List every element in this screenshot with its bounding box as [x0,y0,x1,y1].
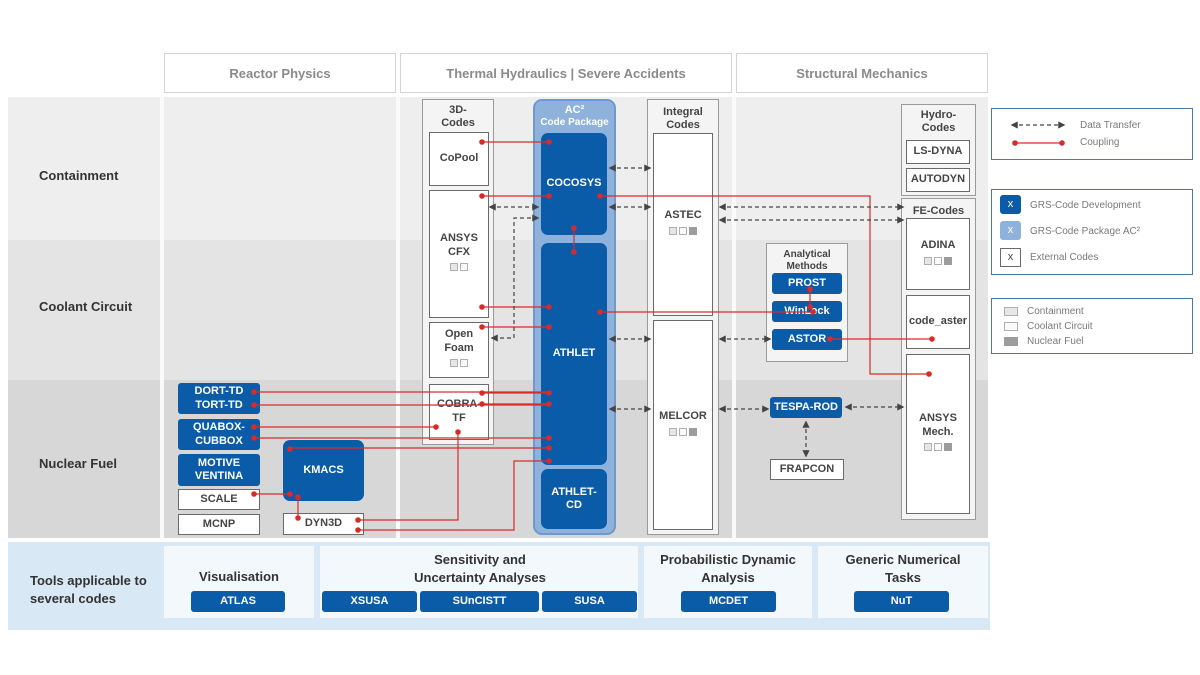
code-openfoam[interactable]: Open Foam [429,322,489,378]
tool-nut[interactable]: NuT [854,591,949,612]
tool-suncistt[interactable]: SUnCISTT [420,591,539,612]
code-tespa-rod[interactable]: TESPA-ROD [770,397,842,418]
code-melcor-label: MELCOR [659,409,707,422]
domain-markers [449,262,469,276]
legend-external-swatch: x [1000,248,1021,267]
column-header-reactor-physics: Reactor Physics [164,53,396,93]
code-ansys-cfx[interactable]: ANSYS CFX [429,190,489,318]
code-dyn3d[interactable]: DYN3D [283,513,364,535]
legend-grs-dev-swatch: x [1000,195,1021,214]
code-motive-ventina[interactable]: MOTIVE VENTINA [178,454,260,486]
code-dort-tort-td[interactable]: DORT-TD TORT-TD [178,383,260,414]
group-title-3d-codes: 3D-Codes [441,104,475,130]
tool-title-probabilistic: Probabilistic Dynamic Analysis [660,552,796,585]
group-title-fe-codes: FE-Codes [912,205,965,217]
legend-data-transfer: Data Transfer [1080,120,1141,131]
code-copool-label: CoPool [439,152,479,165]
tool-title-visualisation: Visualisation [199,569,279,584]
domain-markers [668,226,698,240]
code-autodyn[interactable]: AUTODYN [906,168,970,192]
tool-atlas[interactable]: ATLAS [191,591,285,612]
legend-grs-pkg: GRS-Code Package AC² [1030,226,1141,237]
legend-coolant: Coolant Circuit [1027,321,1093,332]
group-title-analytical-methods: Analytical Methods [783,249,831,272]
group-title-integral-codes: Integral Codes [663,106,703,132]
legend-code-types [991,189,1193,275]
tool-title-sensitivity: Sensitivity and Uncertainty Analyses [414,552,546,585]
code-kmacs[interactable]: KMACS [283,440,364,501]
row-label-tools: Tools applicable to several codes [30,573,147,607]
code-mcnp[interactable]: MCNP [178,514,260,535]
code-quabox-cubbox[interactable]: QUABOX-CUBBOX [178,419,260,450]
code-astec[interactable]: ASTEC [653,133,713,316]
code-astec-label: ASTEC [664,209,702,222]
column-separator [160,97,164,538]
code-prost[interactable]: PROST [772,273,842,294]
ac2-title: AC² [564,104,585,116]
code-code-aster[interactable]: code_aster [906,295,970,349]
tool-title-generic: Generic Numerical Tasks [845,552,961,585]
code-openfoam-label: Open Foam [444,327,474,354]
column-header-thermal-hydraulics: Thermal Hydraulics | Severe Accidents [400,53,732,93]
row-label-coolant-circuit: Coolant Circuit [39,299,133,314]
legend-domains [991,298,1193,354]
column-separator [732,97,736,538]
column-header-structural-mechanics: Structural Mechanics [736,53,988,93]
column-separator [396,97,400,538]
code-athlet[interactable]: ATHLET [541,243,607,465]
code-cocosys[interactable]: COCOSYS [541,133,607,235]
domain-markers [668,427,698,441]
tool-susa[interactable]: SUSA [542,591,637,612]
legend-connections [991,108,1193,160]
code-adina[interactable]: ADINA [906,218,970,290]
code-copool[interactable]: CoPool [429,132,489,186]
code-cobra-tf-label: COBRA-TF [437,398,481,424]
code-ansys-mech-label: ANSYS Mech. [919,411,957,438]
code-astor[interactable]: ASTOR [772,329,842,350]
legend-coolant-swatch [1004,322,1018,331]
code-frapcon[interactable]: FRAPCON [770,459,844,480]
row-label-nuclear-fuel: Nuclear Fuel [39,456,118,471]
code-ansys-cfx-label: ANSYS CFX [440,231,478,258]
legend-grs-dev: GRS-Code Development [1030,200,1141,211]
legend-fuel: Nuclear Fuel [1027,336,1084,347]
legend-fuel-swatch [1004,337,1018,346]
domain-markers [923,256,953,270]
domain-markers [449,358,469,372]
legend-external: External Codes [1030,252,1099,263]
code-athlet-cd[interactable]: ATHLET-CD [541,469,607,529]
ac2-subtitle: Code Package [540,117,609,128]
legend-containment-swatch [1004,307,1018,316]
group-title-hydro-codes: Hydro-Codes [920,109,957,135]
row-label-containment: Containment [39,168,119,183]
code-adina-label: ADINA [920,238,956,251]
legend-containment: Containment [1027,306,1084,317]
code-scale[interactable]: SCALE [178,489,260,510]
code-cobra-tf[interactable]: COBRA-TF [429,384,489,440]
tool-xsusa[interactable]: XSUSA [322,591,417,612]
legend-coupling: Coupling [1080,137,1120,148]
code-ls-dyna[interactable]: LS-DYNA [906,140,970,164]
domain-markers [923,442,953,456]
tool-mcdet[interactable]: MCDET [681,591,776,612]
code-ansys-mech[interactable]: ANSYS Mech. [906,354,970,514]
legend-grs-pkg-swatch: x [1000,221,1021,240]
code-melcor[interactable]: MELCOR [653,320,713,530]
